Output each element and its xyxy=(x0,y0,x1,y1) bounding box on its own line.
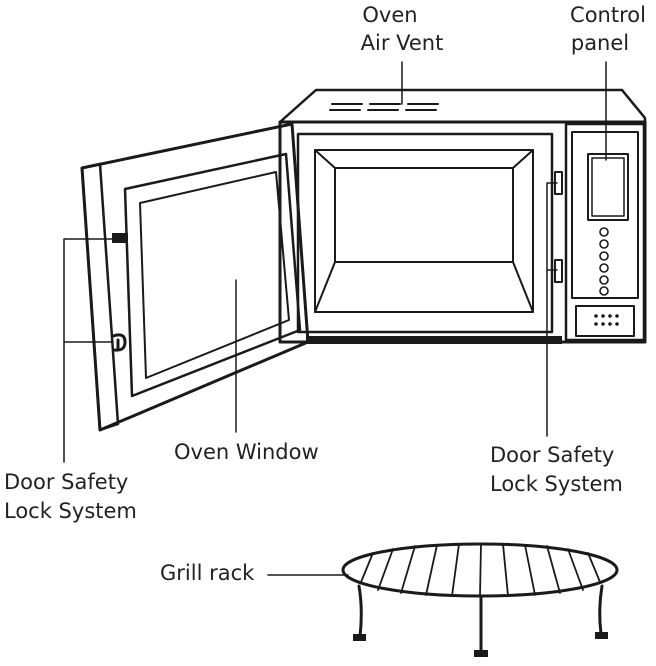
oven-door xyxy=(80,122,310,432)
leader-door-lock-left xyxy=(63,238,114,463)
label-door-lock-left-line1: Door Safety xyxy=(4,470,128,494)
label-oven-air-vent-line2: Air Vent xyxy=(361,31,444,55)
door-window-frame xyxy=(123,152,302,398)
control-button xyxy=(599,227,609,237)
label-control-panel-line2: panel xyxy=(571,31,629,55)
leader-door-lock-right xyxy=(546,182,558,437)
display-window xyxy=(587,153,629,221)
label-door-lock-right-line2: Lock System xyxy=(490,472,623,496)
label-oven-air-vent-line1: Oven xyxy=(362,3,417,27)
grill-rack xyxy=(341,542,619,657)
label-control-panel-line1: Control xyxy=(570,3,646,27)
oven-top-face xyxy=(278,88,647,124)
speaker-grille xyxy=(575,305,635,337)
leader-lines xyxy=(63,61,607,576)
control-button xyxy=(599,239,609,249)
label-grill-rack: Grill rack xyxy=(160,561,255,585)
labels: Oven Air Vent Control panel Oven Window … xyxy=(4,3,646,585)
door-latch-lower xyxy=(111,333,127,352)
door-window-glass xyxy=(139,171,290,379)
door-latch-upper xyxy=(112,233,128,243)
control-button xyxy=(599,263,609,273)
air-vent-slots xyxy=(329,103,439,111)
label-door-lock-right-line1: Door Safety xyxy=(490,443,614,467)
label-oven-window: Oven Window xyxy=(174,440,319,464)
control-panel xyxy=(564,122,646,342)
latch-receiver-lower xyxy=(554,259,563,283)
control-button xyxy=(599,275,609,285)
control-button xyxy=(599,286,609,296)
oven-cavity xyxy=(296,132,563,344)
control-button xyxy=(599,251,609,261)
label-door-lock-left-line2: Lock System xyxy=(4,499,137,523)
grill-rack-leg xyxy=(598,584,604,636)
grill-rack-leg xyxy=(357,584,363,638)
door-seal-strip xyxy=(306,336,562,344)
